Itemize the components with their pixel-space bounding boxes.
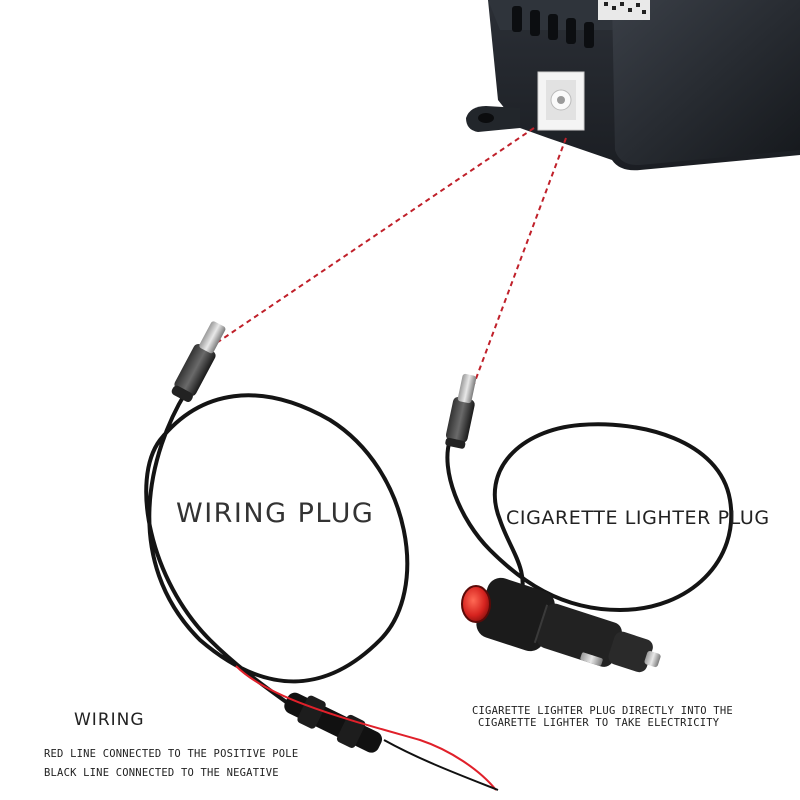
cigarette-lighter-plug-label: CIGARETTE LIGHTER PLUG (506, 507, 770, 529)
cigarette-description-line-2: CIGARETTE LIGHTER TO TAKE ELECTRICITY (478, 717, 720, 729)
cigarette-lighter-cable (445, 373, 734, 613)
black-line-note: BLACK LINE CONNECTED TO THE NEGATIVE (44, 767, 279, 779)
connection-guide-lines (211, 127, 567, 385)
wiring-title: WIRING (74, 710, 145, 730)
controller-box (466, 0, 800, 171)
red-line-note: RED LINE CONNECTED TO THE POSITIVE POLE (44, 748, 299, 760)
wiring-plug-label: WIRING PLUG (176, 498, 375, 529)
cigarette-description-line-1: CIGARETTE LIGHTER PLUG DIRECTLY INTO THE (472, 705, 733, 717)
cigarette-lighter-plug (461, 577, 661, 673)
wiring-plug-cable (144, 321, 499, 791)
